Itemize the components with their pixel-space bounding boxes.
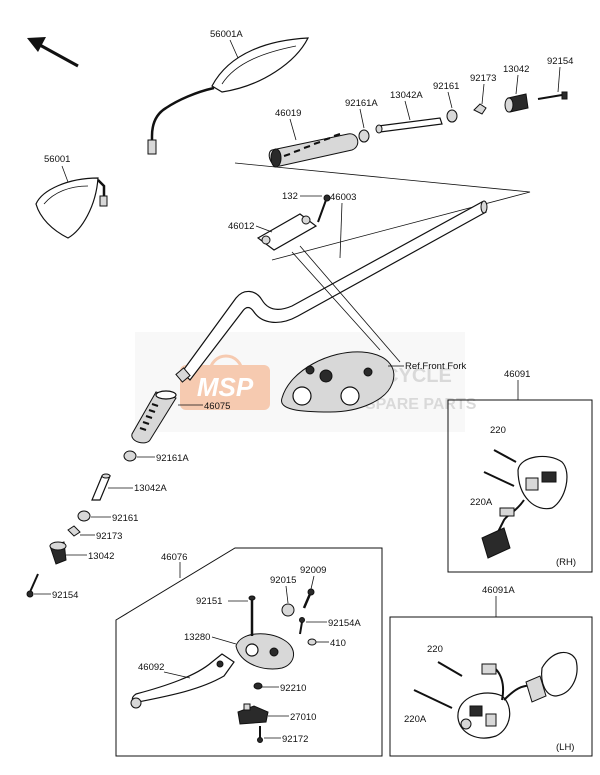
label-132: 132 [282,191,298,202]
label-410: 410 [330,638,346,649]
watermark-line2: SPARE PARTS [365,396,477,413]
rh-switch-46091 [481,455,568,559]
label-92173-bottom: 92173 [96,531,122,542]
label-92154-top: 92154 [547,56,573,67]
handlebar-46003 [175,200,488,383]
label-92154-bottom: 92154 [52,590,78,601]
lever-holder-13280 [235,633,294,670]
label-92161-top: 92161 [433,81,459,92]
bar-end-13042-bottom [49,541,67,565]
label-46019: 46019 [275,108,301,119]
screw-220A-rh [483,471,515,487]
clip-92173-top [473,103,487,115]
label-92161A-bottom: 92161A [156,453,189,464]
label-27010: 27010 [290,712,316,723]
label-46012: 46012 [228,221,254,232]
nut-92161A-bottom [123,450,137,462]
clip-92173-bottom [67,525,81,537]
weight-rod-13042A-bottom [91,473,111,501]
label-13042-top: 13042 [503,64,529,75]
label-92173-top: 92173 [470,73,496,84]
exploded-guide-line [234,162,531,261]
screw-92172 [257,726,263,743]
collar-92015 [281,603,295,617]
label-13042-bottom: 13042 [88,551,114,562]
label-92161A-top: 92161A [345,98,378,109]
label-56001: 56001 [44,154,70,165]
screw-92154-bottom [26,573,39,598]
label-92161-bottom: 92161 [112,513,138,524]
bolt-92151 [248,595,256,636]
lh-switch-46091A [457,651,578,739]
screw-92154-top [537,91,568,100]
watermark-logo: MSP [197,372,254,402]
label-13042A-top: 13042A [390,90,423,101]
label-92210: 92210 [280,683,306,694]
label-92151: 92151 [196,596,222,607]
label-92154A: 92154A [328,618,361,629]
label-46075: 46075 [204,401,230,412]
nut-92161A-top [358,129,370,143]
collar-92161-top [446,109,458,123]
label-220A-rh: 220A [470,497,493,508]
label-56001A: 56001A [210,29,243,40]
bar-end-13042-top [504,93,529,113]
label-46092: 46092 [138,662,164,673]
bolt-132 [317,194,331,223]
label-46003: 46003 [330,192,356,203]
label-46076: 46076 [161,552,187,563]
label-92009: 92009 [300,565,326,576]
screw-92154A [299,617,305,635]
holder-46012 [256,213,318,251]
label-92172: 92172 [282,734,308,745]
label-220-lh: 220 [427,644,443,655]
lever-46092 [130,653,235,709]
switch-27010 [237,703,269,725]
label-220-rh: 220 [490,425,506,436]
grip-46019 [268,133,359,168]
grip-46075 [131,390,177,444]
label-92015: 92015 [270,575,296,586]
nut-410 [307,638,317,646]
front-direction-arrow-icon [27,37,79,68]
label-220A-lh: 220A [404,714,427,725]
label-ref-front-fork: Ref.Front Fork [405,361,466,372]
mirror-56001A [147,37,309,155]
rh-switch-box [447,399,593,573]
nut-92210 [253,682,263,690]
mirror-56001 [35,177,108,239]
label-lh: (LH) [556,742,574,753]
label-46091A: 46091A [482,585,515,596]
label-46091: 46091 [504,369,530,380]
lever-assembly-box [115,547,383,757]
screw-220-rh [493,449,517,463]
weight-rod-13042A-top [375,117,443,134]
label-13042A-bottom: 13042A [134,483,167,494]
screw-92009 [302,588,315,609]
lh-switch-box [389,616,593,757]
label-13280: 13280 [184,632,210,643]
label-rh: (RH) [556,557,576,568]
front-fork-clamp [281,351,395,413]
collar-92161-bottom [77,510,91,522]
screw-220-lh [437,661,463,677]
screw-220A-lh [413,689,453,709]
